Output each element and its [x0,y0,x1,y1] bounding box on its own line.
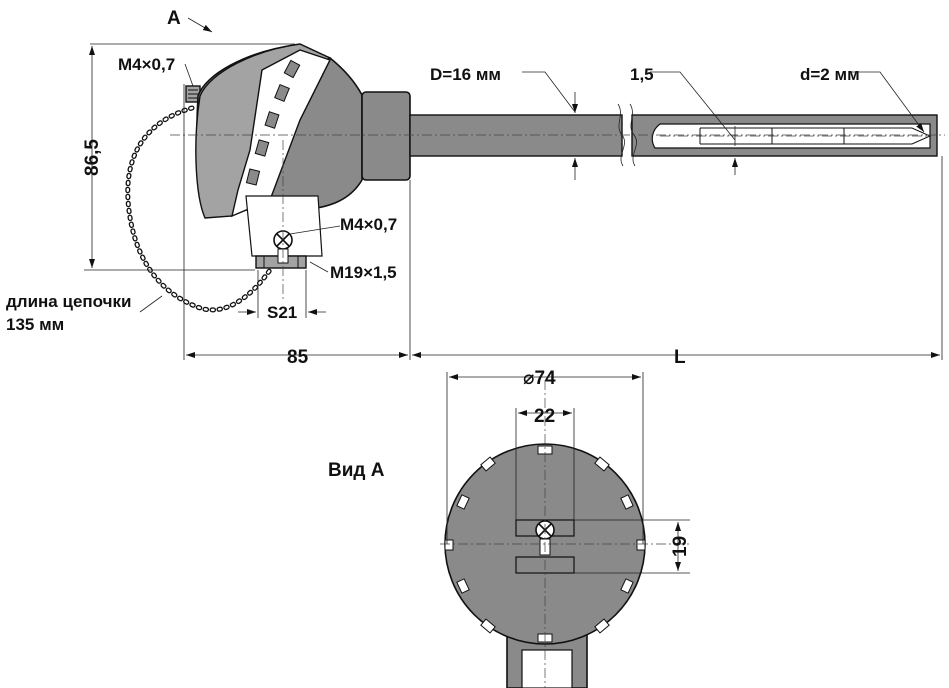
height-label: 86,5 [82,139,103,176]
block-height-label: 19 [670,536,691,557]
view-arrow-label: A [167,8,181,29]
side-view: A [6,8,945,368]
view-a: Вид А [328,368,691,688]
head-neck [361,91,411,181]
chain [125,105,273,313]
lid-teeth [245,59,301,186]
screw-bottom-label: M4×0,7 [340,215,397,234]
screw-top-label: M4×0,7 [118,55,175,74]
chain-length-line1: длина цепочки [6,292,131,311]
wall-label: 1,5 [630,65,654,84]
bottom-boss [245,195,323,257]
cap-screw [185,85,201,103]
chain-length-line2: 135 мм [6,315,64,334]
view-arrow [187,17,213,33]
length-label: L [674,347,686,368]
tube-diameter-label: D=16 мм [430,65,501,84]
block-width-label: 22 [534,406,555,427]
thread-label: M19×1,5 [330,263,397,282]
head-width-label: 85 [287,347,309,368]
wrench-size-label: S21 [267,303,297,322]
view-title: Вид А [328,460,385,481]
tube-left [409,114,623,157]
sensor-diameter-label: d=2 мм [800,65,860,84]
cover-diameter-label: ⌀74 [523,368,556,389]
sensor-element [700,127,932,145]
